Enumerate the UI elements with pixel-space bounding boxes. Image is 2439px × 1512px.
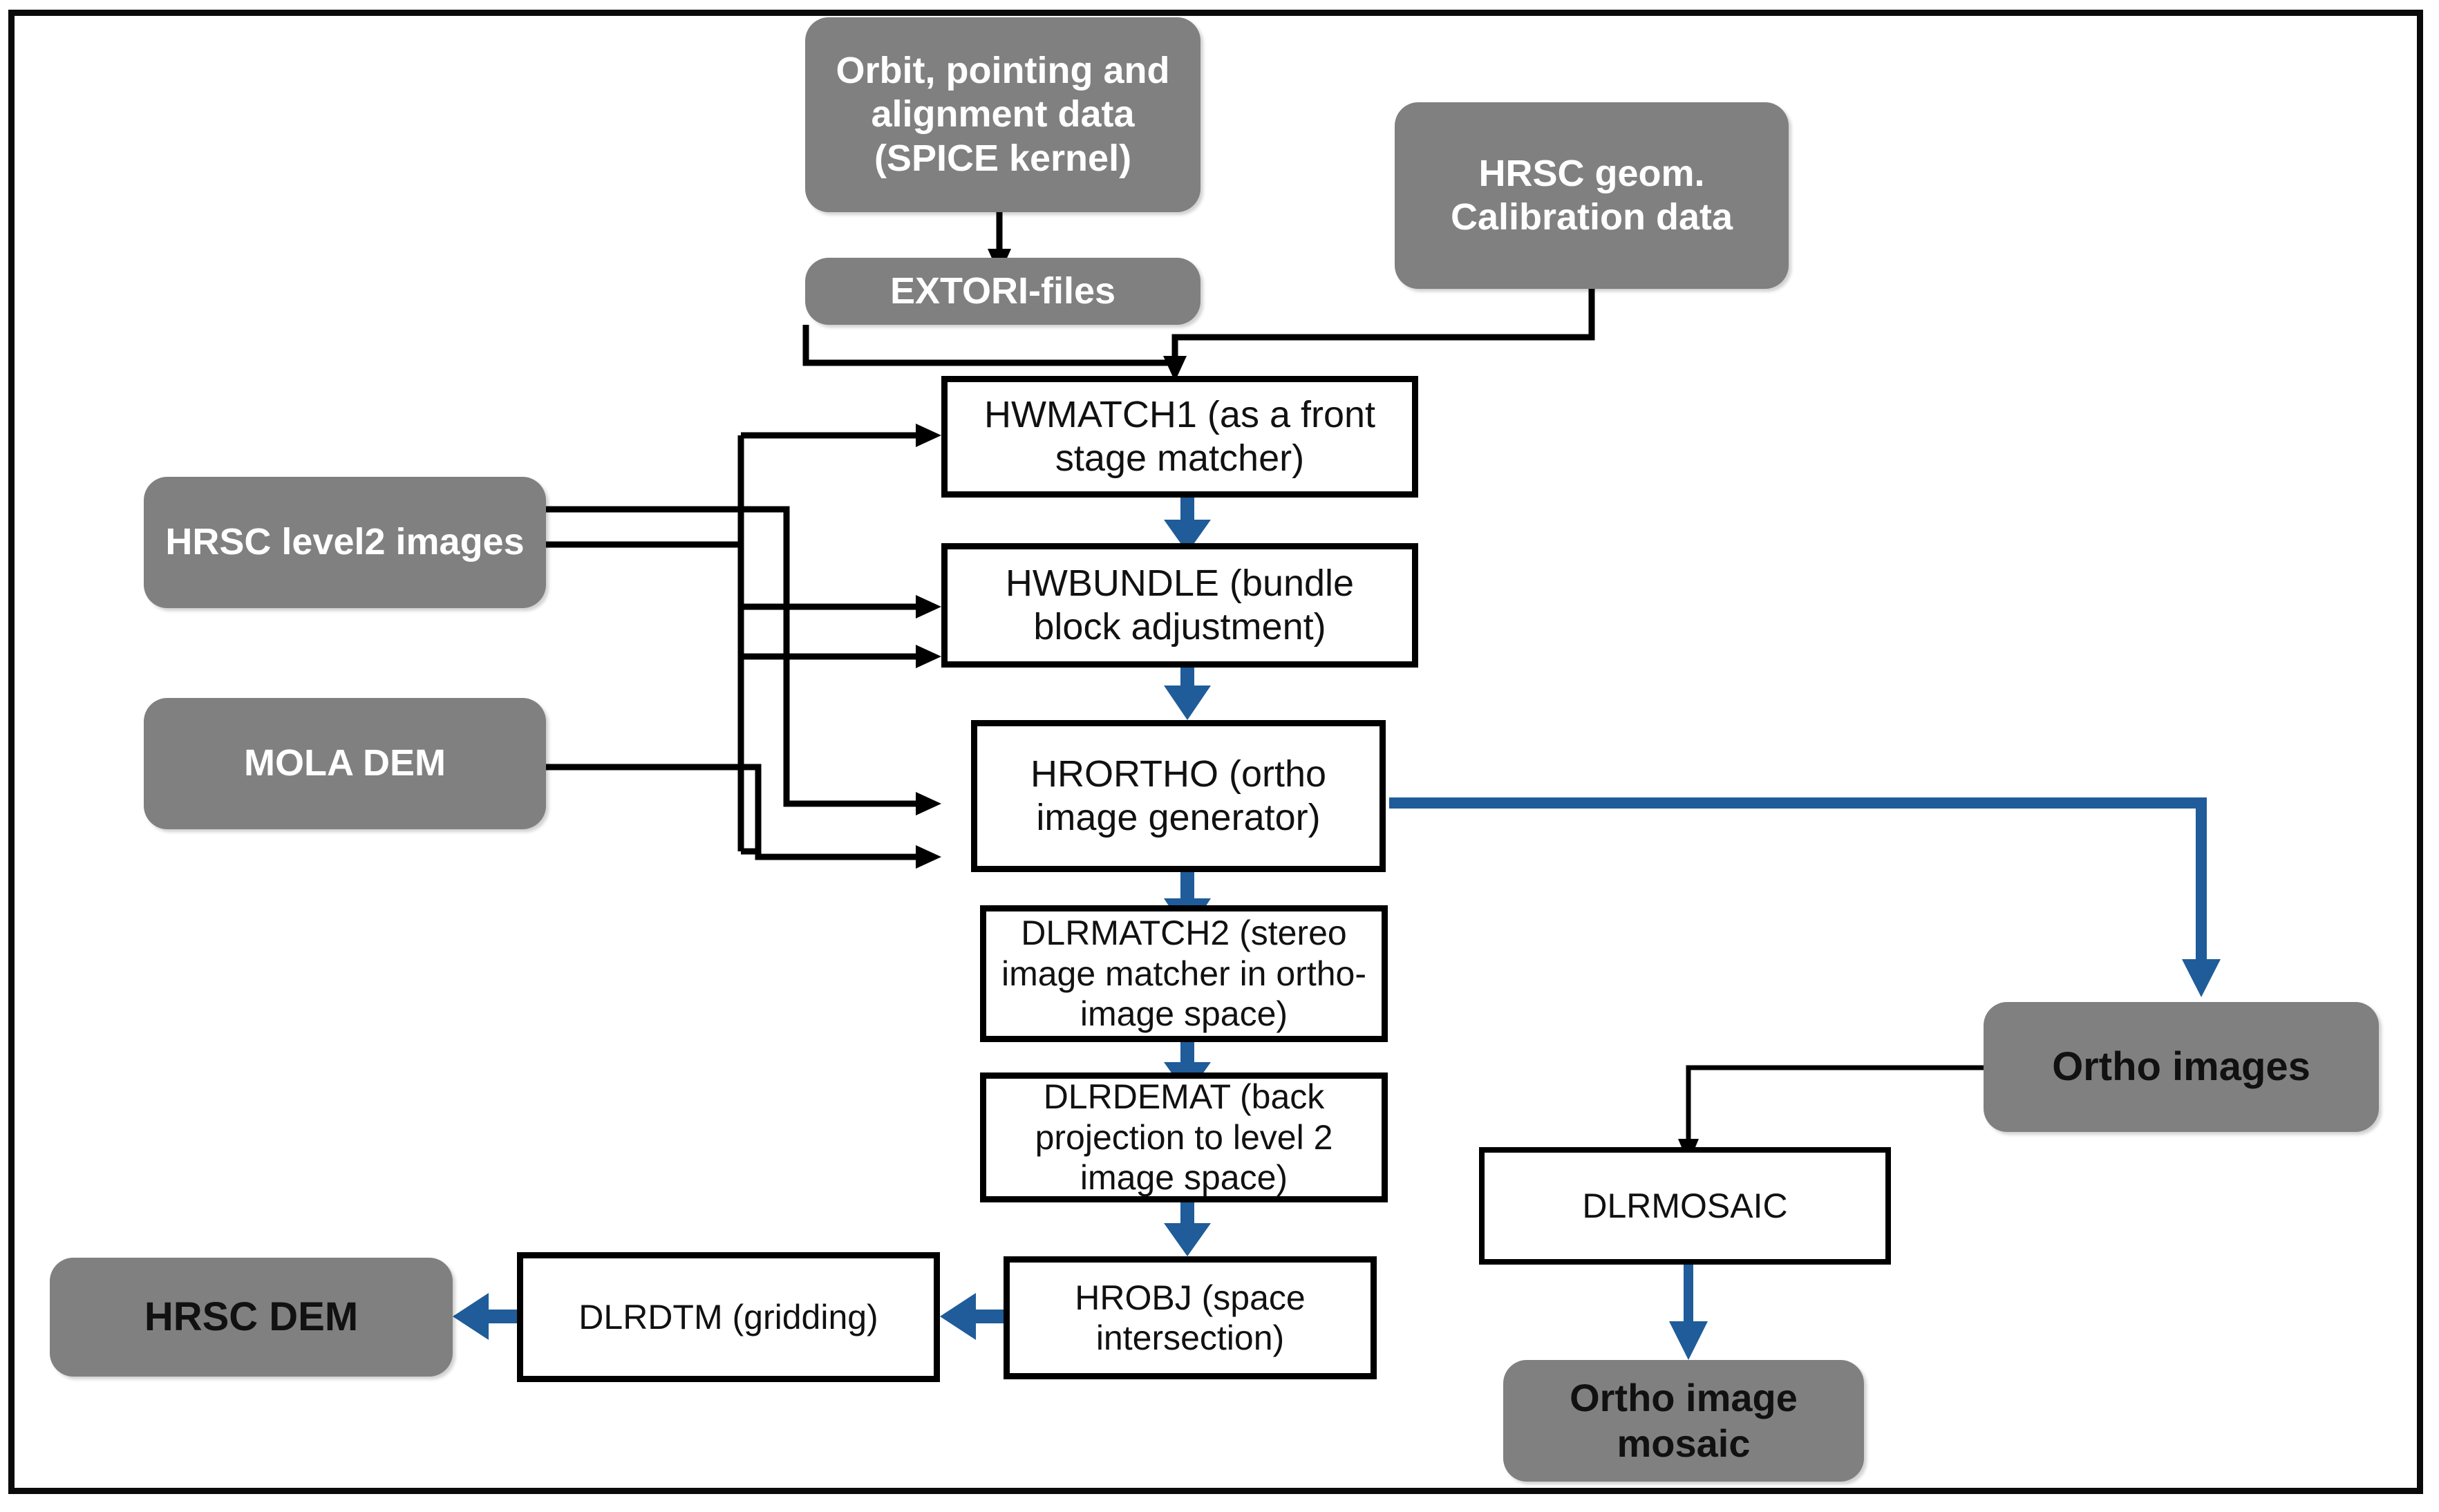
node-dlrmosaic[interactable]: DLRMOSAIC xyxy=(1479,1147,1891,1265)
node-ortho-image-mosaic-label: Ortho image mosaic xyxy=(1570,1376,1798,1465)
node-hrobj[interactable]: HROBJ (space intersection) xyxy=(1004,1256,1377,1379)
node-dlrmatch2[interactable]: DLRMATCH2 (stereo image matcher in ortho… xyxy=(980,905,1388,1042)
node-hrsc-dem-label: HRSC DEM xyxy=(144,1294,359,1340)
node-dlrdemat[interactable]: DLRDEMAT (back projection to level 2 ima… xyxy=(980,1072,1388,1202)
node-hrsc-geom-calibration[interactable]: HRSC geom. Calibration data xyxy=(1395,102,1789,289)
node-spice-data[interactable]: Orbit, pointing and alignment data (SPIC… xyxy=(805,17,1200,212)
node-hrortho[interactable]: HRORTHO (ortho image generator) xyxy=(971,720,1386,872)
node-ortho-image-mosaic[interactable]: Ortho image mosaic xyxy=(1503,1360,1864,1482)
node-dlrmatch2-label: DLRMATCH2 (stereo image matcher in ortho… xyxy=(1001,914,1366,1034)
node-hwbundle-label: HWBUNDLE (bundle block adjustment) xyxy=(1005,562,1355,648)
node-mola-dem[interactable]: MOLA DEM xyxy=(144,698,546,829)
node-hrsc-level2-images[interactable]: HRSC level2 images xyxy=(144,477,546,608)
node-dlrdtm-label: DLRDTM (gridding) xyxy=(578,1297,878,1336)
node-ortho-images[interactable]: Ortho images xyxy=(1984,1002,2379,1132)
node-hrortho-label: HRORTHO (ortho image generator) xyxy=(1030,753,1327,838)
node-hrsc-geom-calibration-label: HRSC geom. Calibration data xyxy=(1450,152,1733,238)
node-hwmatch1-label: HWMATCH1 (as a front stage matcher) xyxy=(983,393,1376,479)
node-mola-dem-label: MOLA DEM xyxy=(244,742,446,784)
node-dlrdemat-label: DLRDEMAT (back projection to level 2 ima… xyxy=(1035,1077,1333,1198)
node-dlrmosaic-label: DLRMOSAIC xyxy=(1582,1186,1788,1225)
node-hwmatch1[interactable]: HWMATCH1 (as a front stage matcher) xyxy=(941,376,1418,498)
node-spice-data-label: Orbit, pointing and alignment data (SPIC… xyxy=(836,50,1170,179)
node-hrsc-dem[interactable]: HRSC DEM xyxy=(50,1258,453,1377)
node-hrobj-label: HROBJ (space intersection) xyxy=(1075,1278,1306,1358)
node-hrsc-level2-images-label: HRSC level2 images xyxy=(165,521,525,563)
node-dlrdtm[interactable]: DLRDTM (gridding) xyxy=(517,1252,940,1382)
node-hwbundle[interactable]: HWBUNDLE (bundle block adjustment) xyxy=(941,543,1418,668)
node-extori-files[interactable]: EXTORI-files xyxy=(805,258,1200,325)
node-ortho-images-label: Ortho images xyxy=(2052,1044,2310,1090)
node-extori-files-label: EXTORI-files xyxy=(889,270,1116,312)
